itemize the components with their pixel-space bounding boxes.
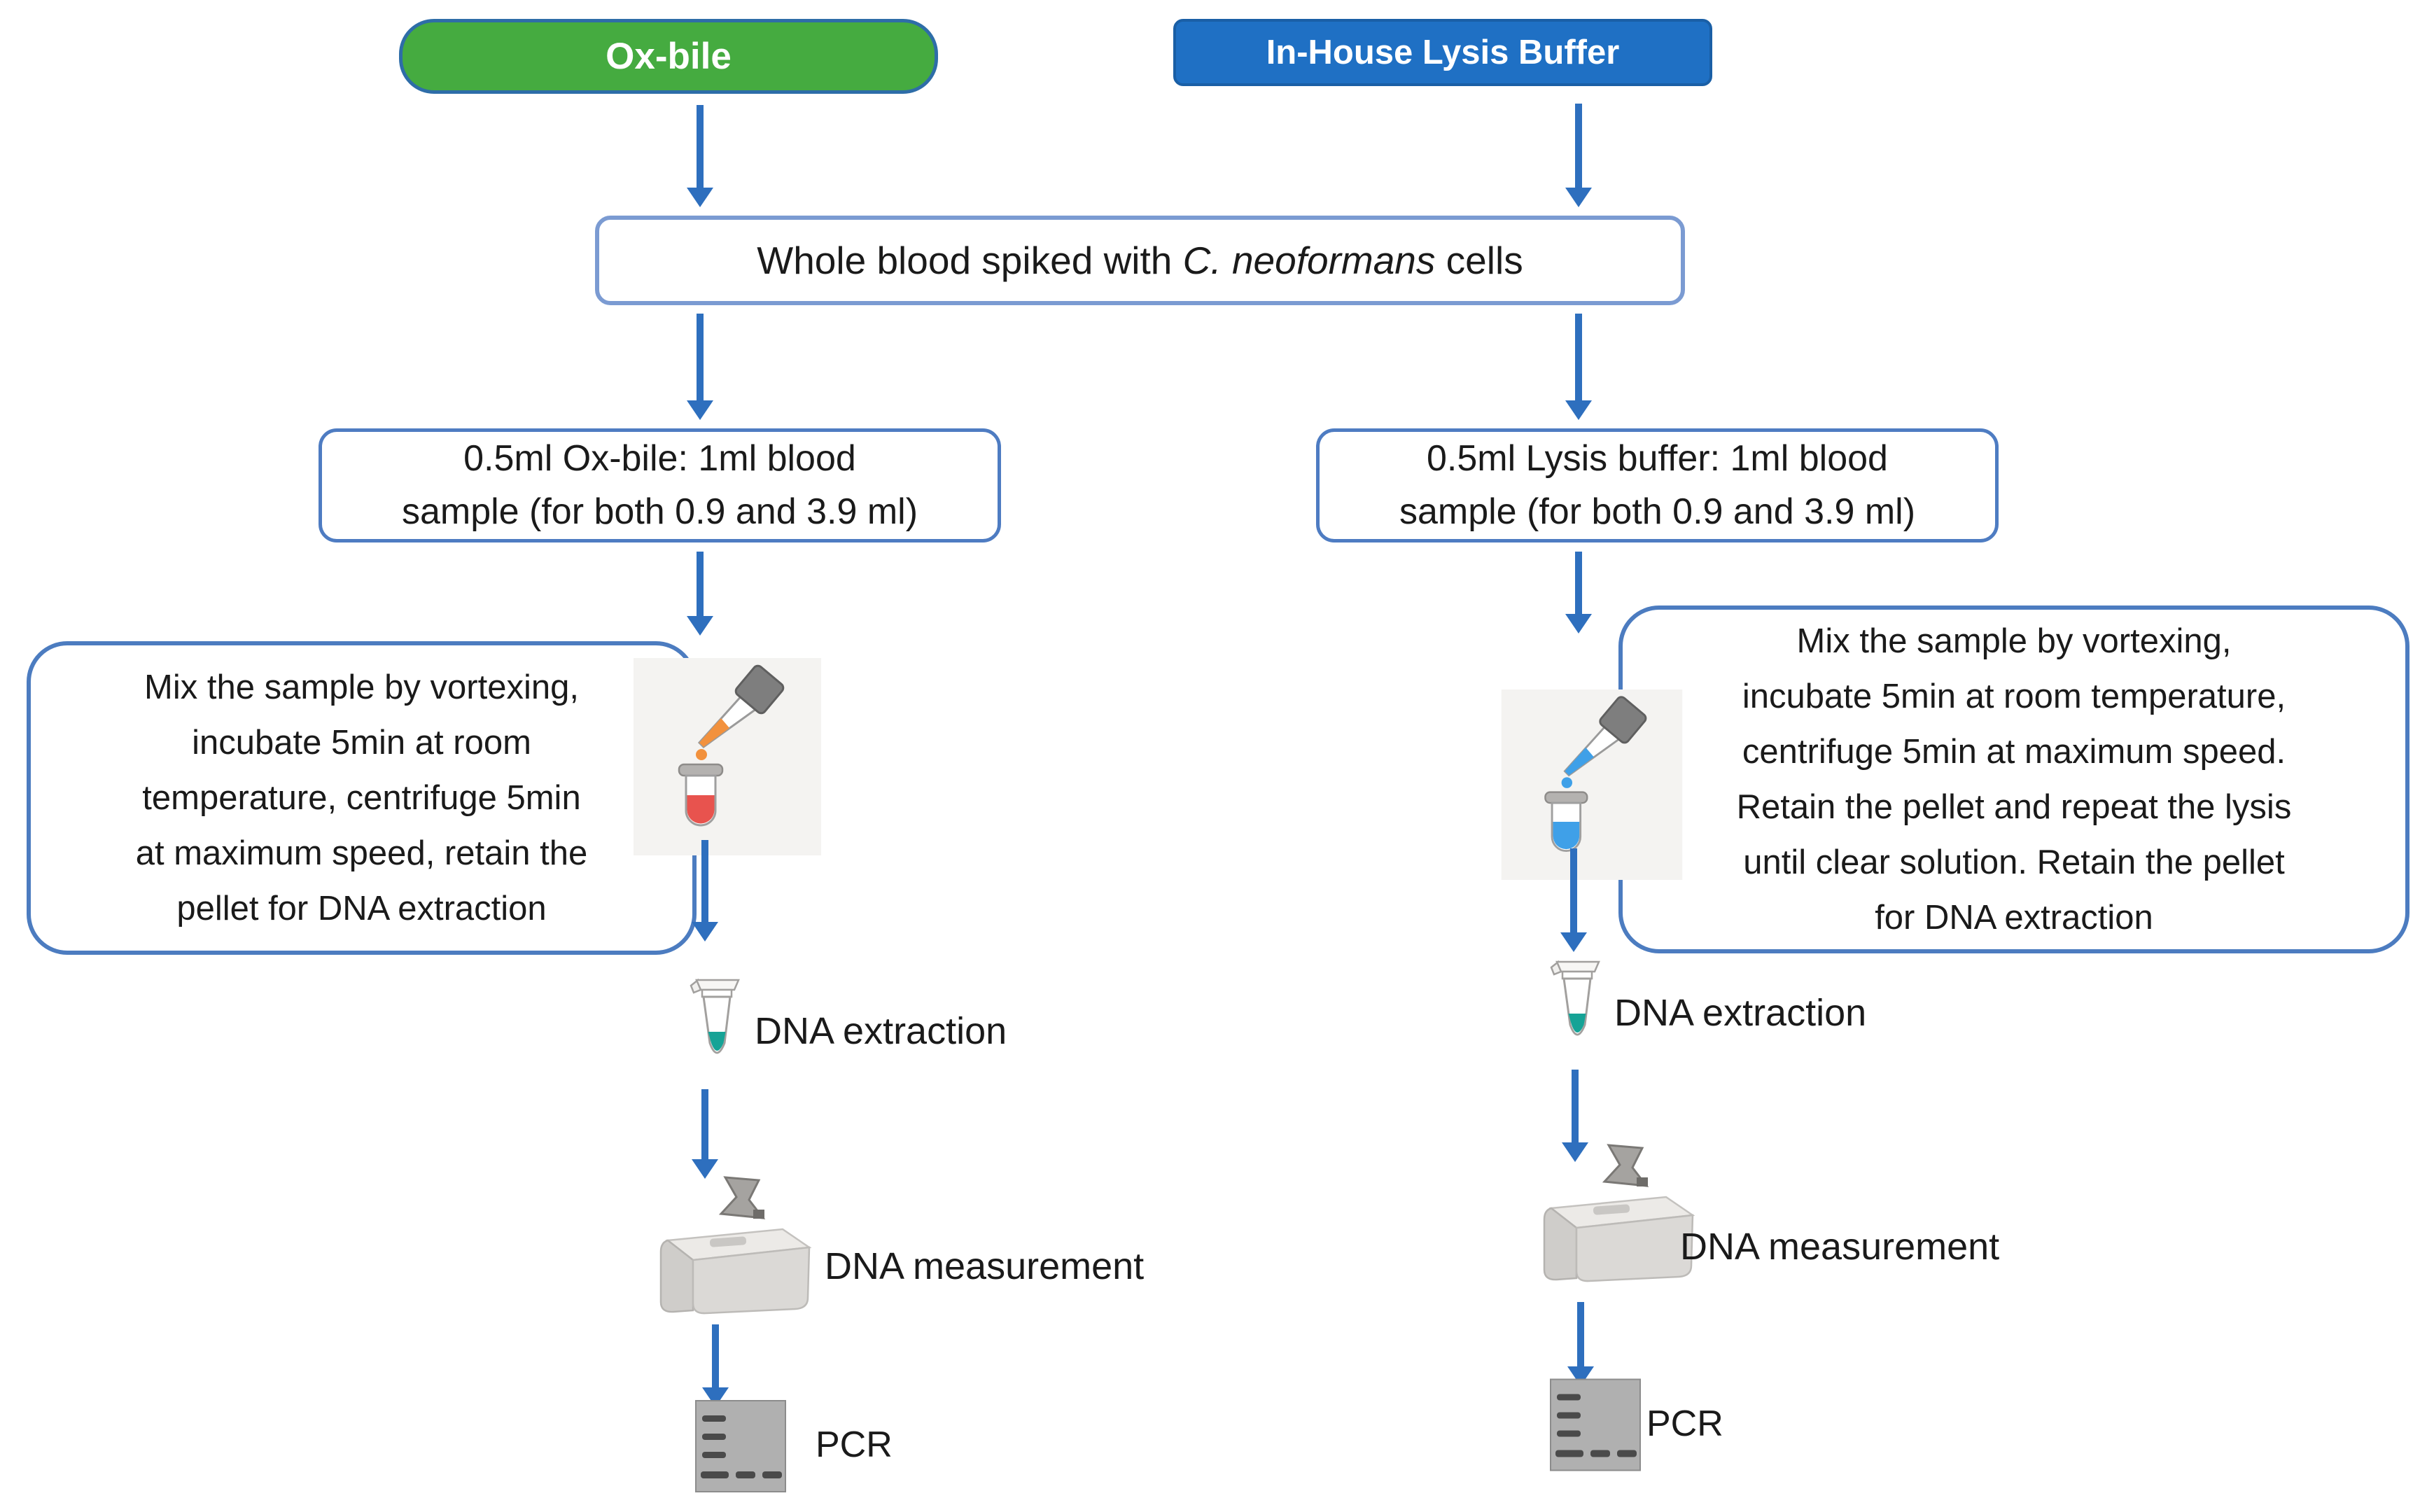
oxbile-ratio-box: 0.5ml Ox-bile: 1ml blood sample (for bot…	[319, 428, 1001, 542]
gel-icon-left	[695, 1400, 786, 1492]
pipette-tube-icon-right	[1501, 690, 1683, 880]
instrument-left-face	[659, 1239, 694, 1313]
instrument-hinge	[753, 1210, 764, 1219]
arrow-measurement-to-pcr-right	[1567, 1302, 1594, 1386]
arrow-ratio-to-mix-right	[1565, 552, 1592, 634]
icon-background	[1501, 690, 1683, 880]
ox-bile-method-pill: Ox-bile	[399, 19, 938, 94]
arrow-mix-to-extraction-left	[692, 840, 718, 941]
spiked-blood-sample-box: Whole blood spiked with C. neoformans ce…	[595, 216, 1685, 305]
tube-cap	[678, 763, 724, 777]
instrument-left-face	[1543, 1207, 1578, 1281]
gel-icon-right	[1550, 1378, 1641, 1471]
gel-sample-band	[736, 1471, 755, 1478]
pcr-label-right: PCR	[1646, 1404, 1723, 1444]
sample-species-italic: C. neoformans	[1182, 239, 1436, 282]
pipette-liquid-orange	[699, 718, 729, 747]
lysis-ratio-box: 0.5ml Lysis buffer: 1ml blood sample (fo…	[1316, 428, 1999, 542]
arrow-measurement-to-pcr-left	[702, 1324, 729, 1407]
pipette-bulb	[1599, 696, 1647, 744]
gel-ladder-band	[1557, 1394, 1581, 1401]
instrument-hinge	[1637, 1177, 1648, 1186]
lysis-buffer-pill-label: In-House Lysis Buffer	[1266, 34, 1620, 71]
arrow-extraction-to-measurement-left	[692, 1089, 718, 1179]
arrow-sample-to-oxbile-ratio	[687, 314, 713, 420]
droplet-blue	[1561, 777, 1573, 788]
icon-background	[634, 658, 821, 855]
pcr-label-left: PCR	[816, 1424, 893, 1465]
arrow-lysis-to-sample	[1565, 104, 1592, 207]
dna-extraction-label-left: DNA extraction	[755, 1010, 1007, 1052]
oxbile-protocol-box: Mix the sample by vortexing, incubate 5m…	[27, 641, 697, 955]
instrument-front-face	[692, 1246, 811, 1315]
arrow-sample-to-lysis-ratio	[1565, 314, 1592, 420]
dna-extraction-label-right: DNA extraction	[1614, 992, 1867, 1034]
tube-liquid-blue	[1553, 822, 1580, 850]
sample-text-suffix: cells	[1435, 239, 1523, 282]
ox-bile-pill-label: Ox-bile	[606, 36, 732, 77]
tube-cap	[1544, 791, 1588, 804]
lysis-protocol-box: Mix the sample by vortexing, incubate 5m…	[1618, 606, 2409, 953]
tube-lid	[1555, 960, 1600, 973]
pipette-liquid-blue	[1565, 747, 1594, 776]
gel-ladder-band	[702, 1415, 726, 1422]
gel-ladder-band	[1557, 1430, 1581, 1437]
tube-lid	[695, 979, 740, 991]
tube-liquid-red	[687, 795, 715, 824]
gel-ladder-band	[702, 1452, 726, 1458]
gel-sample-band	[1555, 1450, 1583, 1457]
spectrophotometer-icon-left	[659, 1176, 812, 1315]
dna-measurement-label-right: DNA measurement	[1680, 1226, 2000, 1268]
tube-liquid-teal	[1568, 1014, 1586, 1032]
gel-ladder-band	[1557, 1412, 1581, 1419]
gel-sample-band	[762, 1471, 782, 1478]
dna-measurement-label-left: DNA measurement	[825, 1245, 1145, 1287]
tube-liquid-teal	[708, 1032, 726, 1051]
spectrophotometer-icon-right	[1543, 1144, 1695, 1282]
droplet-orange	[696, 749, 707, 760]
microtube-icon-right	[1550, 960, 1600, 1036]
sample-text-prefix: Whole blood spiked with	[757, 239, 1183, 282]
gel-sample-band	[1617, 1450, 1637, 1457]
arrow-oxbile-to-sample	[687, 105, 713, 207]
microtube-icon-left	[690, 978, 740, 1054]
arrow-mix-to-extraction-right	[1560, 848, 1587, 952]
instrument-slot	[709, 1236, 747, 1247]
gel-ladder-band	[702, 1434, 726, 1440]
pipette-bulb	[734, 664, 785, 715]
arrow-extraction-to-measurement-right	[1562, 1070, 1588, 1162]
pipette-tube-icon-left	[634, 658, 821, 855]
lysis-buffer-method-pill: In-House Lysis Buffer	[1173, 19, 1712, 86]
instrument-slot	[1593, 1204, 1630, 1215]
sample-text: Whole blood spiked with C. neoformans ce…	[757, 238, 1523, 283]
gel-sample-band	[701, 1471, 729, 1478]
arrow-ratio-to-mix-left	[687, 552, 713, 636]
instrument-front-face	[1575, 1214, 1694, 1282]
gel-sample-band	[1590, 1450, 1610, 1457]
